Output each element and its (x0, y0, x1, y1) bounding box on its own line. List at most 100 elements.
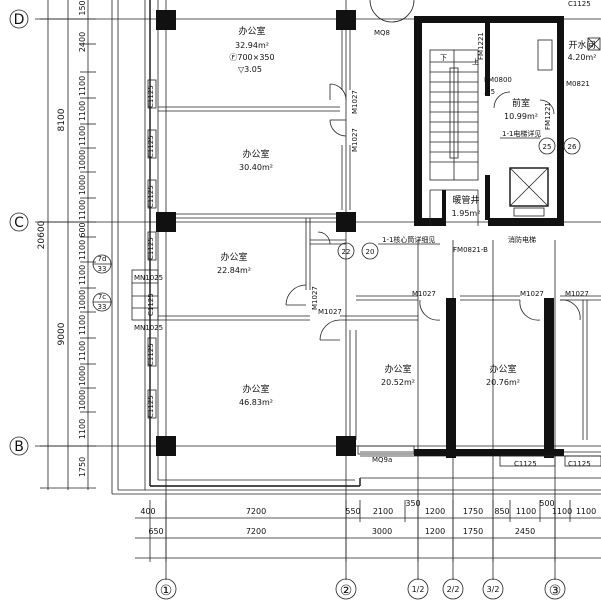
dim-bottom: 500 (539, 499, 554, 508)
door-tag: C1125 (568, 460, 591, 468)
door-tag: .25 (484, 88, 495, 96)
room-area: 20.76m² (486, 378, 520, 387)
dim-bottom: 7200 (246, 527, 266, 536)
room-name: 办公室 (238, 25, 265, 37)
callout-note: 消防电梯 (508, 235, 536, 244)
door-tag: C1125 (514, 460, 537, 468)
door-tag: MQ9a (372, 456, 392, 464)
door-labels: MQ8 M1027 M1027 M1027 M1027 M1027 M1027 … (134, 0, 591, 468)
door-tag: C1125 (147, 395, 155, 418)
dim-seg: 1000 (78, 150, 87, 170)
dim-seg: 1100 (78, 76, 87, 96)
axis-marker-3: ③ (544, 578, 566, 600)
dim-seg: 1100 (78, 200, 87, 220)
dim-seg: 600 (78, 222, 87, 237)
room-name: 办公室 (489, 363, 516, 375)
axis-marker-2: ② (335, 578, 357, 600)
room-name: 办公室 (242, 383, 269, 395)
door-tag: C1125 (147, 185, 155, 208)
dim-dc: 8100 (57, 108, 67, 131)
door-tag: FM1221 (544, 102, 552, 130)
room-area: 22.84m² (217, 266, 251, 275)
door-tag: C1125 (147, 135, 155, 158)
dim-seg: 1100 (78, 419, 87, 439)
dim-bottom: 1750 (463, 507, 483, 516)
axis-marker-3-2: 3/2 (482, 578, 504, 600)
door-tag: MN1025 (134, 324, 163, 332)
dim-seg: 1100 (78, 315, 87, 335)
dim-bottom: 1750 (463, 527, 483, 536)
dim-bottom: 7200 (246, 507, 266, 516)
stair: 下 上 (429, 49, 479, 226)
door-tag: MN1025 (134, 274, 163, 282)
stair-down-label: 下 (440, 54, 447, 62)
dim-total: 20600 (37, 220, 47, 249)
room-extra: Ⓕ700×350 (229, 53, 274, 62)
dim-bottom: 1100 (576, 507, 596, 516)
axis-marker-b: B (9, 436, 29, 456)
dim-bottom: 3000 (372, 527, 392, 536)
dim-seg: 1750 (78, 457, 87, 477)
dim-seg: 1100 (78, 240, 87, 260)
dim-seg: 1000 (78, 290, 87, 310)
axis-label-2: ② (340, 583, 353, 599)
core-walls (414, 16, 564, 458)
door-tag: C1125 (147, 85, 155, 108)
door-tag: FM1221 (477, 32, 485, 60)
callout-num: 22 (342, 248, 351, 256)
dim-cb: 9000 (57, 322, 67, 345)
room-area: 10.99m² (504, 112, 538, 121)
callout-top: 7d (98, 255, 107, 263)
door-tag: MQ8 (374, 29, 390, 37)
axis-label-3-2: 3/2 (487, 585, 500, 594)
axis-label-1: ① (160, 583, 173, 599)
dim-seg: 2400 (78, 32, 87, 52)
axis-label-3: ③ (549, 583, 562, 599)
windows-left (131, 79, 159, 419)
room-area: 46.83m² (239, 398, 273, 407)
callout-note: 1-1核心筒详细见 (382, 235, 435, 244)
windows-bottom (357, 445, 601, 467)
door-tag: M1027 (565, 290, 589, 298)
stair-up-label: 上 (472, 57, 479, 66)
axis-marker-1: ① (155, 578, 177, 600)
door-tag: M1027 (351, 128, 359, 152)
bottom-dimensions: 400 7200 550 2100 350 1200 1750 850 1100… (135, 499, 601, 562)
doors (285, 0, 581, 341)
room-area: 20.52m² (381, 378, 415, 387)
column (156, 10, 176, 30)
axis-label-d: D (14, 12, 25, 28)
dim-seg: 150 (78, 0, 87, 15)
room-area: 32.94m² (235, 41, 269, 50)
dim-bottom: 550 (345, 507, 360, 516)
axis-label-b: B (14, 439, 24, 455)
callout-bottom: 33 (98, 303, 107, 311)
door-tag: C1125 (147, 293, 155, 316)
room-area: 30.40m² (239, 163, 273, 172)
column (336, 212, 356, 232)
room-name: 暖管井 (452, 194, 479, 206)
column (336, 436, 356, 456)
dim-bottom: 1200 (425, 527, 445, 536)
door-tag: M1027 (318, 308, 342, 316)
door-tag: M1027 (311, 286, 319, 310)
dim-bottom: 2100 (373, 507, 393, 516)
door-tag: M0821 (566, 80, 590, 88)
door-tag: FM0800 (484, 76, 512, 84)
axis-marker-2-2: 2/2 (442, 578, 464, 600)
door-tag: M1027 (412, 290, 436, 298)
dim-bottom: 1100 (552, 507, 572, 516)
room-labels: 办公室 32.94m² Ⓕ700×350 ▽3.05 办公室 30.40m² 办… (217, 25, 596, 407)
column (156, 436, 176, 456)
dim-bottom: 1200 (425, 507, 445, 516)
dim-bottom: 650 (148, 527, 163, 536)
left-dimensions: 20600 8100 9000 150 2400 1100 1100 1100 … (37, 0, 96, 490)
axis-marker-1-2: 1/2 (407, 578, 429, 600)
column (156, 212, 176, 232)
dim-seg: 1100 (78, 101, 87, 121)
dim-bottom: 400 (140, 507, 155, 516)
callout-bottom: 33 (98, 265, 107, 273)
room-name: 办公室 (242, 148, 269, 160)
dim-seg: 1000 (78, 366, 87, 386)
